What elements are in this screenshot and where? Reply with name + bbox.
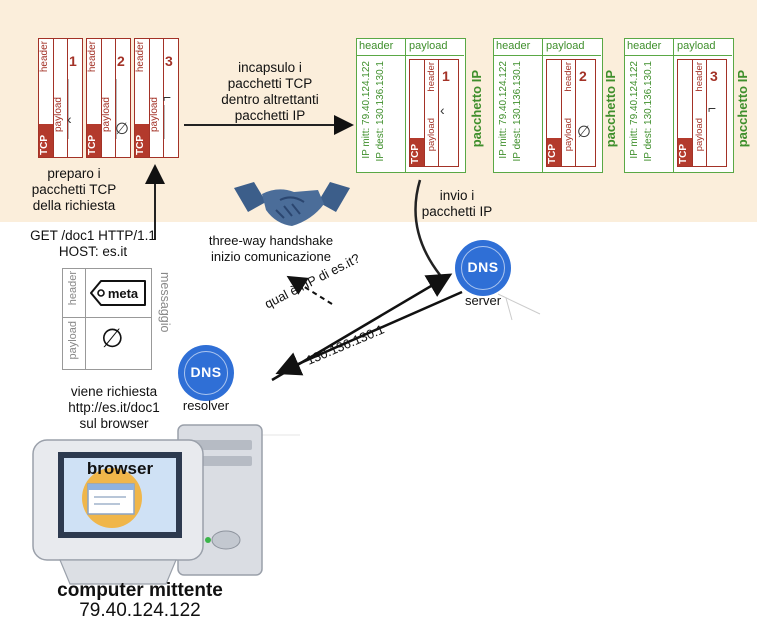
handshake-label: three-way handshake inizio comunicazione	[208, 233, 334, 264]
dns-answer-arrow	[275, 290, 463, 376]
ip-payload-label: payload	[409, 40, 448, 52]
meta-tag-icon: meta	[90, 280, 146, 306]
tag-fragment-icon: ‹	[440, 102, 445, 118]
tcp-packet-number: 1	[69, 53, 77, 69]
handshake-icon	[234, 182, 350, 226]
meta-tag-text: meta	[108, 286, 139, 301]
drive-bay	[188, 456, 252, 466]
http-request-label: GET /doc1 HTTP/1.1 HOST: es.it	[30, 228, 156, 259]
inner-tcp-packet: TCP header payload 1 ‹	[409, 59, 459, 167]
faint-line	[505, 297, 513, 321]
empty-set-icon: ∅	[577, 124, 591, 141]
send-label: invio i pacchetti IP	[421, 188, 493, 219]
tcp-packet-1: TCP header payload 1 ‹	[38, 38, 83, 158]
ip-packet-2: header payload IP mitt: 79.40.124.122 IP…	[493, 38, 603, 173]
dns-server-icon: DNS	[455, 240, 511, 296]
ip-header-label: header	[359, 40, 394, 52]
encapsulate-label: incapsulo i pacchetti TCP dentro altrett…	[221, 60, 319, 123]
inner-tcp-packet: TCP header payload 3 ⌐	[677, 59, 727, 167]
ip-packet-3: header payload IP mitt: 79.40.124.122 IP…	[624, 38, 734, 173]
empty-set-icon: ∅	[101, 323, 124, 353]
browser-label: browser	[86, 459, 154, 478]
send-arrow	[414, 179, 441, 276]
monitor-stand	[59, 559, 177, 585]
tag-fragment-icon: ⌐	[163, 89, 172, 105]
tcp-packet-number: 2	[579, 68, 587, 84]
dns-resolver-icon: DNS	[178, 345, 234, 401]
power-led	[205, 537, 211, 543]
dns-text: DNS	[190, 364, 222, 380]
prepare-label: preparo i pacchetti TCP della richiesta	[31, 166, 117, 213]
inner-tcp-packet: TCP header payload 2 ∅	[546, 59, 596, 167]
drive-bay	[188, 440, 252, 450]
computer-ip: 79.40.124.122	[79, 600, 201, 621]
power-button	[211, 530, 241, 550]
computer-title: computer mittente	[57, 580, 223, 601]
tcp-packet-3: TCP header payload 3 ⌐	[134, 38, 179, 158]
http-message: header payload meta ∅	[62, 268, 152, 370]
tcp-packet-number: 1	[442, 68, 450, 84]
dns-server-label: server	[464, 293, 502, 308]
ip-packet-1: header payload IP mitt: 79.40.124.122 IP…	[356, 38, 466, 173]
empty-set-icon: ∅	[115, 121, 129, 138]
message-label: messaggio	[158, 272, 172, 333]
tcp-packet-number: 3	[165, 53, 173, 69]
ip-payload-label: payload	[677, 40, 716, 52]
ip-payload-label: payload	[546, 40, 585, 52]
tcp-packet-number: 3	[710, 68, 718, 84]
faint-line	[497, 293, 541, 315]
dns-resolver-label: resolver	[182, 398, 230, 413]
tag-fragment-icon: ⌐	[708, 100, 717, 116]
dns-text: DNS	[467, 259, 499, 275]
requested-url-label: viene richiesta http://es.it/doc1 sul br…	[68, 384, 160, 431]
tcp-packet-2: TCP header payload 2 ∅	[86, 38, 131, 158]
ip-header-label: header	[496, 40, 531, 52]
ip-header-label: header	[627, 40, 662, 52]
browser-window-bar	[88, 484, 134, 490]
tag-fragment-icon: ‹	[67, 111, 72, 127]
tcp-packet-number: 2	[117, 53, 125, 69]
